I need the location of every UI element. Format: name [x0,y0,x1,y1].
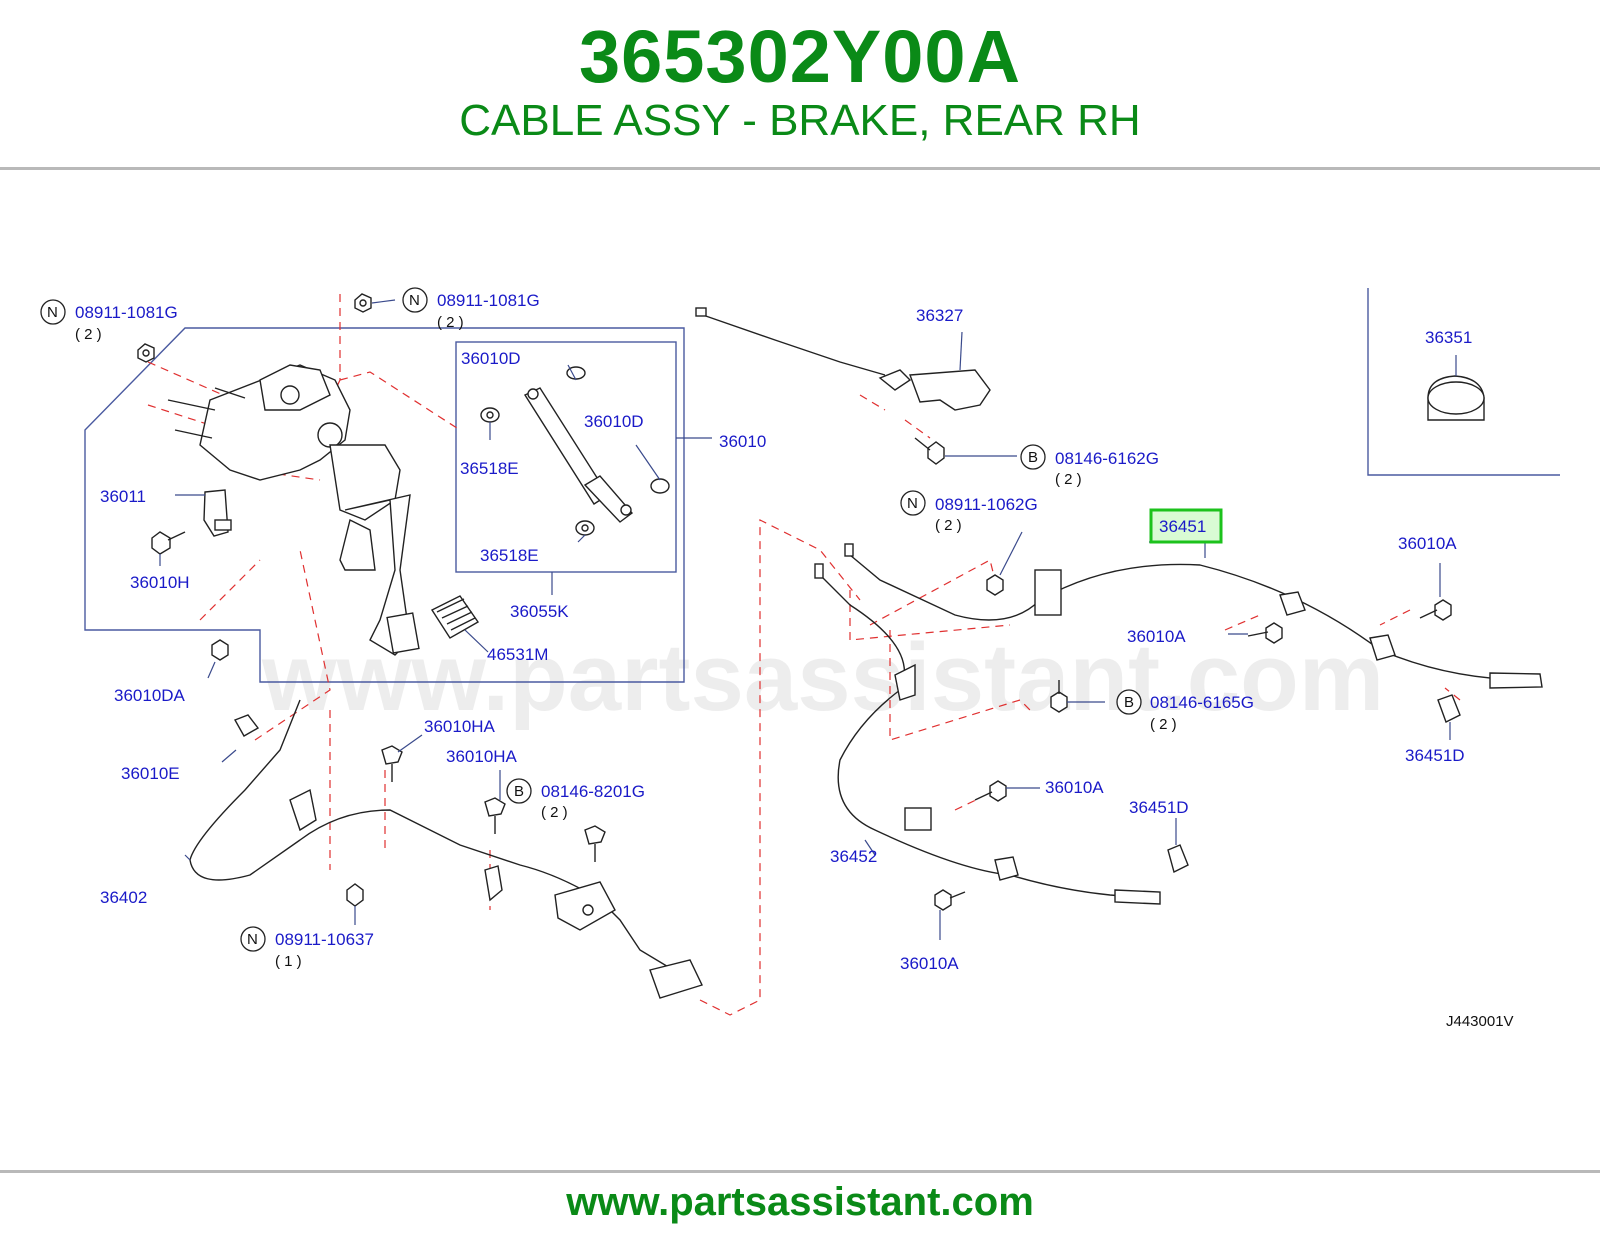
label-36010A[interactable]: 36010A [1398,534,1457,553]
clip-36451D-part [1167,694,1461,874]
label-36402[interactable]: 36402 [100,888,147,907]
label-36451D[interactable]: 36451D [1129,798,1189,817]
assembly-line [297,294,461,471]
damper-part [480,364,670,543]
highlighted-part-box [1149,508,1223,544]
bolt-36010HA-part [346,734,606,925]
label-36010E[interactable]: 36010E [121,764,180,783]
footer-website-link[interactable]: www.partsassistant.com [566,1180,1034,1224]
label-36055K[interactable]: 36055K [510,602,569,621]
assembly-line [329,710,491,910]
label-36010D[interactable]: 36010D [461,349,521,368]
label-36451D[interactable]: 36451D [1405,746,1465,765]
svg-text:B: B [1124,694,1134,711]
page-header: 365302Y00A CABLE ASSY - BRAKE, REAR RH [0,0,1600,168]
watermark-text: www.partsassistant.com [261,624,1384,731]
label-08911-1081G[interactable]: 08911-1081G [75,303,178,322]
parts-diagram: www.partsassistant.com [40,287,1560,1030]
label-qty: ( 2 ) [75,326,102,343]
nut-badge-icon: N [240,926,266,952]
bolt-36010H-part [151,531,186,566]
label-08146-6162G[interactable]: 08146-6162G [1055,449,1159,468]
label-36010HA[interactable]: 36010HA [424,717,496,736]
lever-cable-36402-part [184,699,703,999]
label-08911-10637[interactable]: 08911-10637 [275,930,374,949]
pedal-bracket-part [167,364,420,656]
assembly-line [954,609,1461,811]
label-qty: ( 2 ) [437,314,464,331]
label-36010A[interactable]: 36010A [1127,627,1186,646]
part-description: CABLE ASSY - BRAKE, REAR RH [459,96,1141,145]
label-qty: ( 2 ) [935,517,962,534]
label-36351[interactable]: 36351 [1425,328,1472,347]
diagram-code: J443001V [1446,1013,1514,1030]
bolt-08146-6165G-part [986,531,1105,713]
footer-divider [0,1170,1600,1173]
assembly-line [849,590,1031,741]
label-36010A[interactable]: 36010A [900,954,959,973]
label-qty: ( 1 ) [275,953,302,970]
assembly-line [859,394,931,439]
label-36451[interactable]: 36451 [1159,517,1206,536]
part-number-title: 365302Y00A [578,15,1022,98]
svg-text:N: N [409,292,420,309]
damper-kit-frame [455,341,677,573]
label-36010[interactable]: 36010 [719,432,766,451]
label-36010H[interactable]: 36010H [130,573,190,592]
bolt-badge-icon: B [1020,444,1046,470]
label-qty: ( 2 ) [541,804,568,821]
label-36518E[interactable]: 36518E [480,546,539,565]
grommet-36351-part [1427,355,1485,421]
label-08911-1062G[interactable]: 08911-1062G [935,495,1038,514]
label-qty: ( 2 ) [1055,471,1082,488]
inset-frame [1367,288,1560,476]
label-36010D[interactable]: 36010D [584,412,644,431]
svg-text:B: B [514,783,524,800]
nut-badge-icon: N [900,490,926,516]
label-36452[interactable]: 36452 [830,847,877,866]
svg-text:B: B [1028,449,1038,466]
nut-badge-icon: N [40,299,66,325]
label-36518E[interactable]: 36518E [460,459,519,478]
rear-lh-cable-36452-part [814,563,1161,905]
label-36010HA[interactable]: 36010HA [446,747,518,766]
label-36011[interactable]: 36011 [100,487,146,506]
label-08911-1081G[interactable]: 08911-1081G [437,291,540,310]
label-46531M[interactable]: 46531M [487,645,548,664]
label-08146-6165G[interactable]: 08146-6165G [1150,693,1254,712]
pedal-assembly-frame [84,327,685,683]
assembly-line [699,519,996,1016]
nut-part [137,293,396,679]
bolt-badge-icon: B [506,778,532,804]
bolt-badge-icon: B [1116,689,1142,715]
bracket-36011-part [175,489,232,537]
label-36327[interactable]: 36327 [916,306,963,325]
front-cable-36327-part [695,307,1017,465]
header-divider [0,167,1600,170]
label-08146-8201G[interactable]: 08146-8201G [541,782,645,801]
label-qty: ( 2 ) [1150,716,1177,733]
rear-rh-cable-36451-part [844,541,1543,689]
bolt-36010A-part [934,563,1452,940]
svg-text:N: N [907,495,918,512]
svg-text:N: N [247,931,258,948]
pedal-pad-part [430,595,489,653]
nut-badge-icon: N [402,287,428,313]
assembly-line [147,361,331,741]
label-36010A[interactable]: 36010A [1045,778,1104,797]
svg-text:N: N [47,304,58,321]
label-36010DA[interactable]: 36010DA [114,686,186,705]
